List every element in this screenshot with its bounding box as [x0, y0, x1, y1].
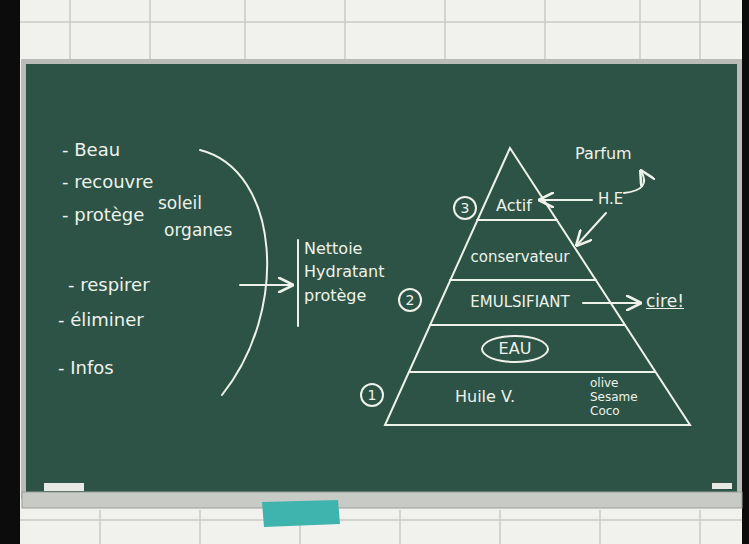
board-sticker	[712, 483, 732, 489]
arrow	[540, 199, 592, 201]
pyramid-band-line	[430, 324, 625, 326]
pyramid-band-line	[409, 371, 655, 373]
list-item: - éliminer	[58, 310, 144, 331]
chalk-ledge	[22, 492, 742, 508]
callout-number: 1	[360, 383, 384, 407]
node-label: Huile V.	[455, 388, 515, 406]
board-frame	[21, 59, 742, 499]
list-bar	[297, 240, 299, 326]
arrow	[624, 171, 644, 193]
list-item: Nettoie	[304, 240, 362, 258]
tile-grid	[20, 0, 742, 544]
pyramid-band: Huile V.olive Sesame Coco	[455, 388, 515, 406]
list-item: - protège	[62, 205, 144, 226]
board-sponge	[262, 500, 340, 527]
pyramid-band: conservateur	[471, 249, 570, 266]
list-item: - Beau	[62, 140, 120, 161]
board-sticker	[44, 483, 84, 491]
arrow	[577, 213, 606, 245]
list-item: - Infos	[58, 358, 114, 379]
tile-wall	[20, 0, 742, 544]
note: soleil	[158, 194, 202, 214]
note: organes	[164, 221, 232, 241]
note: cire!	[646, 292, 684, 312]
pyramid-band: Actif	[496, 197, 532, 215]
pyramid-outline	[385, 148, 690, 425]
node-label: EAU	[499, 340, 532, 358]
list-item: - respirer	[68, 275, 150, 296]
node-label: conservateur	[471, 249, 570, 266]
callout-number: 3	[453, 196, 477, 220]
note: H.E	[598, 191, 623, 208]
bracket-curve	[200, 150, 267, 395]
list-item: - recouvre	[62, 172, 153, 193]
node-label: EMULSIFIANT	[470, 294, 569, 311]
arrow	[583, 302, 640, 304]
node-label: Actif	[496, 197, 532, 215]
pyramid-band-line	[450, 279, 596, 281]
pyramid-band-line	[477, 219, 557, 221]
node-note: olive Sesame Coco	[590, 376, 638, 418]
pyramid-band: EMULSIFIANT	[470, 294, 569, 311]
note: Parfum	[575, 145, 632, 163]
arrow	[240, 284, 292, 286]
board-surface	[26, 64, 737, 492]
list-item: Hydratant	[304, 263, 385, 281]
callout-number: 2	[398, 288, 422, 312]
list-item: protège	[304, 287, 366, 305]
